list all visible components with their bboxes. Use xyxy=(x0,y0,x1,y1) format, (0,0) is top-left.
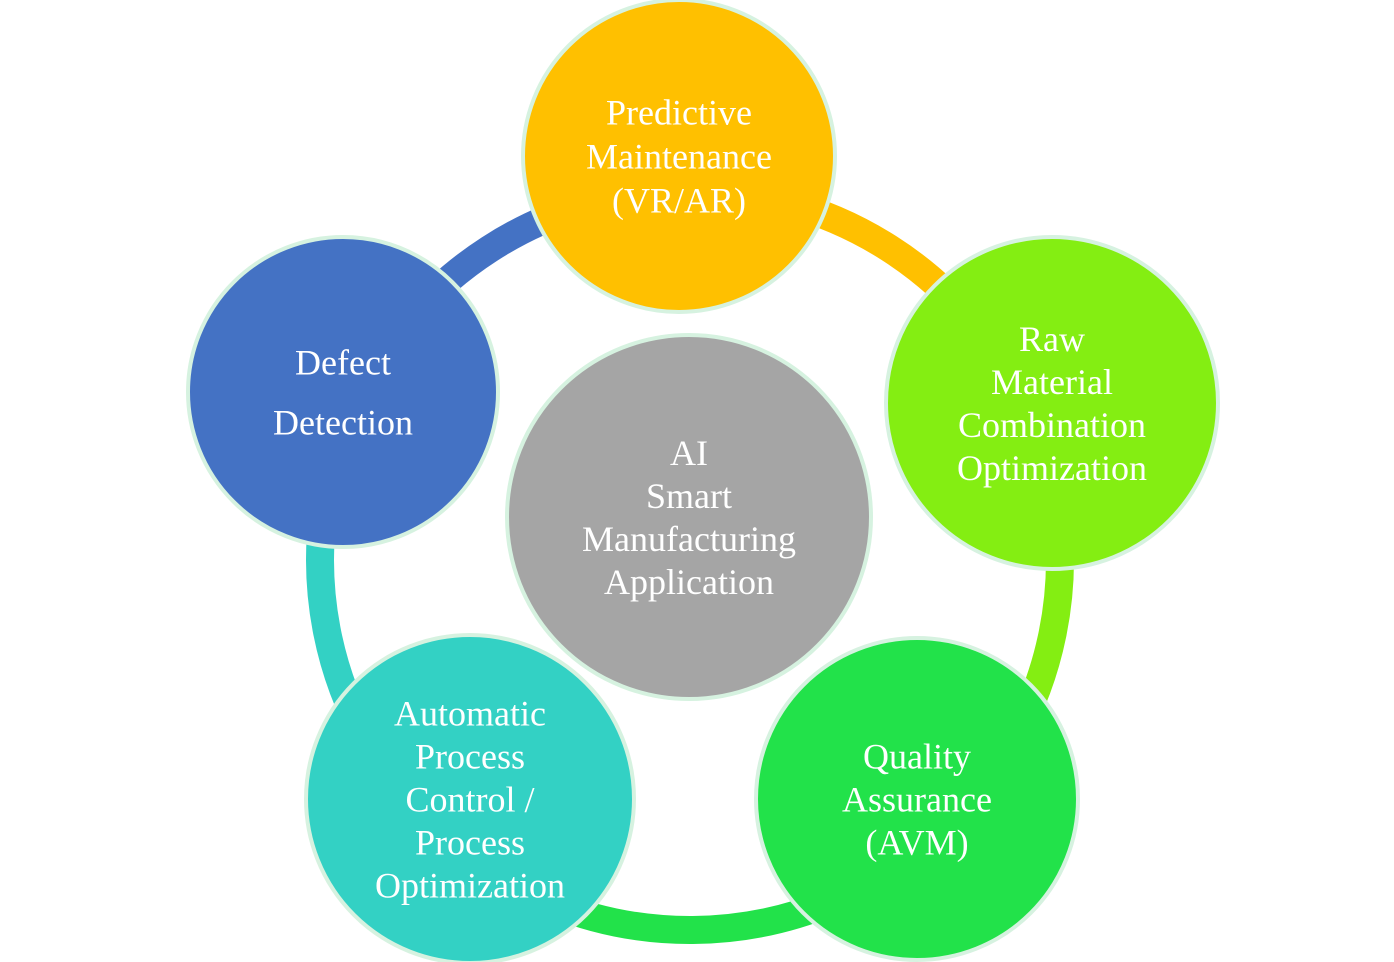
ai-smart-manufacturing-application-node-label-line: Application xyxy=(604,562,774,602)
raw-material-combination-optimization-node-label-line: Material xyxy=(991,362,1113,402)
defect-detection-node-label-line: Detection xyxy=(273,403,413,443)
raw-material-combination-optimization-node-label-line: Combination xyxy=(958,405,1146,445)
quality-assurance-node-circle xyxy=(754,636,1080,962)
defect-detection-node-label-line: Defect xyxy=(295,343,391,383)
automatic-process-control-node-label-line: Process xyxy=(415,737,525,777)
quality-assurance-node-label-line: (AVM) xyxy=(865,823,968,863)
raw-material-combination-optimization-node-label-line: Optimization xyxy=(957,448,1147,488)
quality-assurance-node-label-line: Assurance xyxy=(842,780,992,820)
predictive-maintenance-node-label-line: Predictive xyxy=(606,93,752,133)
automatic-process-control-node-circle xyxy=(304,633,636,962)
node-layer: PredictiveMaintenance(VR/AR)RawMaterialC… xyxy=(186,0,1220,962)
predictive-maintenance-node-label-line: Maintenance xyxy=(586,137,772,177)
raw-material-combination-optimization-node-label-line: Raw xyxy=(1019,319,1085,359)
ai-smart-manufacturing-application-node-label-line: Manufacturing xyxy=(582,519,796,559)
automatic-process-control-node-label-line: Process xyxy=(415,823,525,863)
defect-detection-node-circle xyxy=(186,235,500,549)
ai-smart-manufacturing-application-node-circle xyxy=(505,333,873,701)
raw-material-combination-optimization-node-circle xyxy=(884,235,1220,571)
automatic-process-control-node-label-line: Automatic xyxy=(394,694,546,734)
predictive-maintenance-node-circle xyxy=(521,0,837,314)
predictive-maintenance-node-label-line: (VR/AR) xyxy=(612,181,746,221)
automatic-process-control-node-label-line: Control / xyxy=(405,780,534,820)
automatic-process-control-node-label-line: Optimization xyxy=(375,866,565,906)
ai-smart-manufacturing-application-node-label-line: AI xyxy=(670,433,708,473)
quality-assurance-node-label-line: Quality xyxy=(863,737,971,777)
ai-smart-manufacturing-application-node-label-line: Smart xyxy=(646,476,732,516)
